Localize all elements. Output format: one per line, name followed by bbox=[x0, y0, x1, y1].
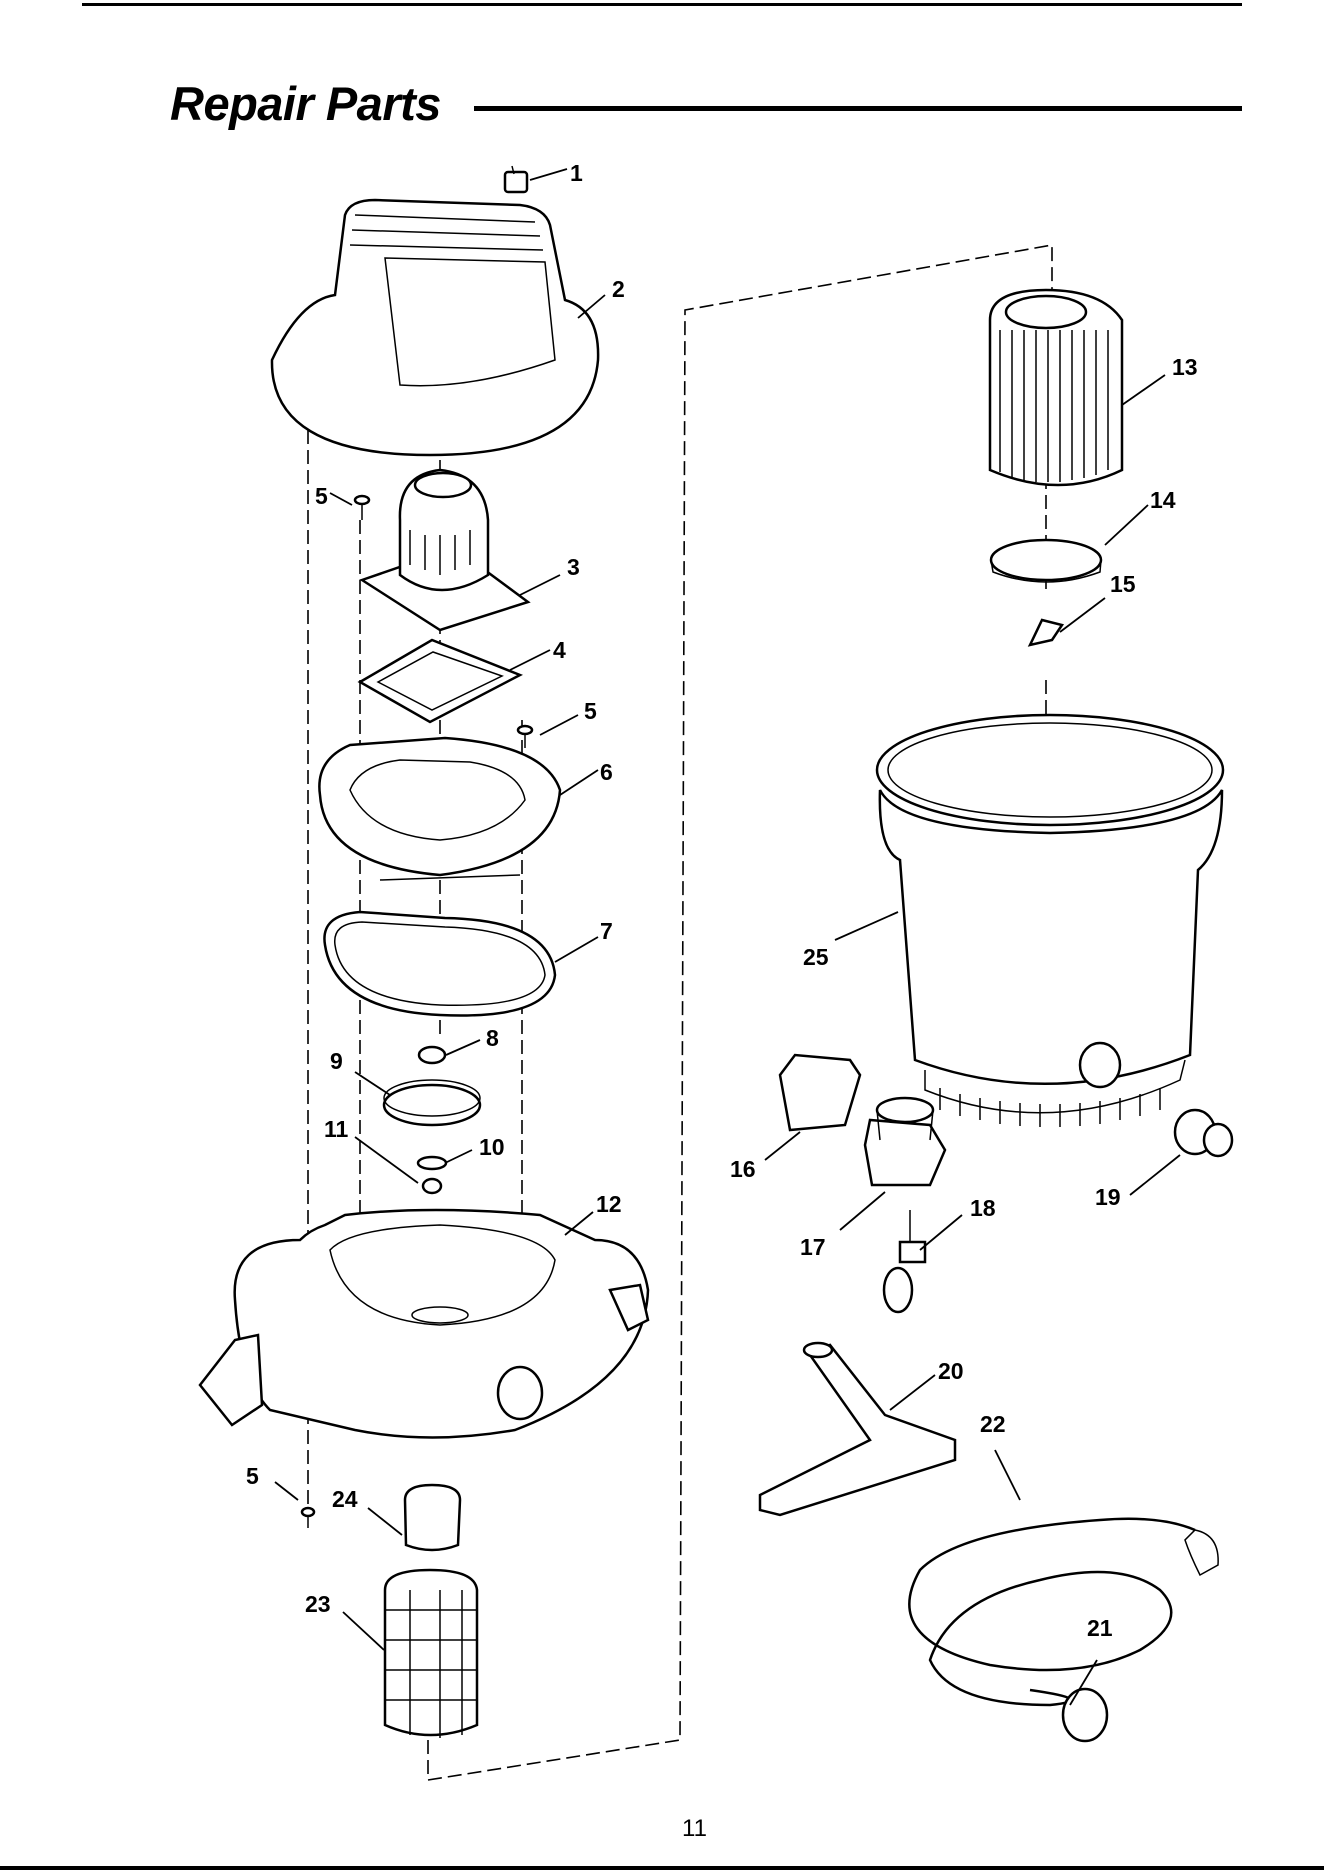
callout-4: 4 bbox=[553, 637, 566, 663]
part-motor-gasket bbox=[360, 640, 520, 722]
callout-12: 12 bbox=[596, 1191, 622, 1217]
callout-24: 24 bbox=[332, 1486, 358, 1512]
part-motor-plate bbox=[319, 738, 560, 880]
page-number: 11 bbox=[682, 1815, 707, 1843]
callout-21: 21 bbox=[1087, 1615, 1113, 1641]
part-lid bbox=[200, 1210, 648, 1438]
callout-5-upper: 5 bbox=[315, 483, 328, 509]
callout-25: 25 bbox=[803, 944, 829, 970]
callout-3: 3 bbox=[567, 554, 580, 580]
callout-14: 14 bbox=[1150, 487, 1176, 513]
part-caster bbox=[884, 1210, 925, 1312]
part-filter-lid bbox=[991, 540, 1101, 582]
callout-22: 22 bbox=[980, 1411, 1006, 1437]
callout-8: 8 bbox=[486, 1025, 499, 1051]
part-caster-socket bbox=[865, 1098, 945, 1185]
part-switch bbox=[505, 166, 527, 192]
part-caster-foot bbox=[780, 1055, 860, 1130]
part-drain-cap bbox=[1175, 1110, 1232, 1156]
part-motor-cover bbox=[272, 200, 598, 455]
part-filter-nut bbox=[1030, 620, 1062, 645]
callout-19: 19 bbox=[1095, 1184, 1121, 1210]
callout-15: 15 bbox=[1110, 571, 1136, 597]
callout-9: 9 bbox=[330, 1048, 343, 1074]
callout-5-middle: 5 bbox=[584, 698, 597, 724]
callout-17: 17 bbox=[800, 1234, 826, 1260]
callout-7: 7 bbox=[600, 918, 613, 944]
callout-5-lower: 5 bbox=[246, 1463, 259, 1489]
part-motor-assembly bbox=[362, 470, 528, 630]
callout-23: 23 bbox=[305, 1591, 331, 1617]
callout-18: 18 bbox=[970, 1195, 996, 1221]
callout-20: 20 bbox=[938, 1358, 964, 1384]
callout-2: 2 bbox=[612, 276, 625, 302]
callout-16: 16 bbox=[730, 1156, 756, 1182]
callout-11: 11 bbox=[324, 1116, 349, 1142]
part-float-assembly bbox=[384, 1047, 480, 1193]
part-filter-cage bbox=[385, 1485, 477, 1738]
callout-6: 6 bbox=[600, 759, 613, 785]
bottom-rule bbox=[0, 1866, 1324, 1870]
part-filter-cartridge bbox=[990, 290, 1122, 485]
part-lid-gasket bbox=[324, 912, 555, 1016]
callout-13: 13 bbox=[1172, 354, 1198, 380]
part-hose bbox=[909, 1519, 1218, 1741]
callout-10: 10 bbox=[479, 1134, 505, 1160]
part-tank bbox=[877, 715, 1223, 1127]
part-floor-nozzle bbox=[760, 1343, 955, 1515]
callout-1: 1 bbox=[570, 160, 583, 186]
